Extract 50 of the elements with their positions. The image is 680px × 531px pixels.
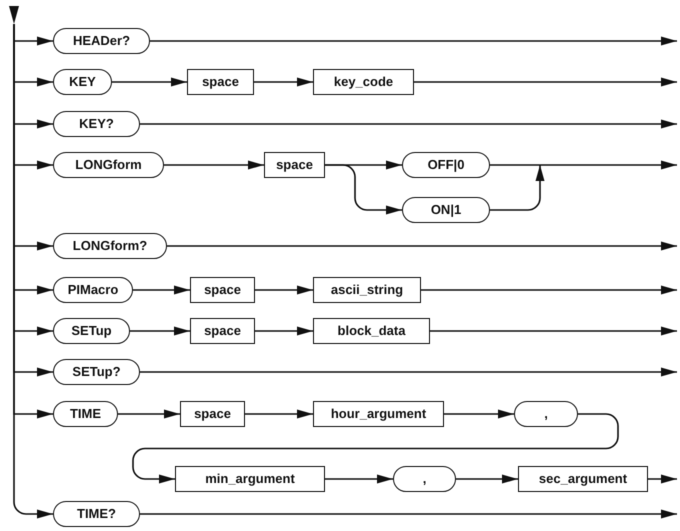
connector-arrow	[444, 410, 514, 418]
keyword-node: ,	[393, 466, 456, 492]
connector-arrow	[140, 510, 677, 518]
connector-arrow	[255, 326, 313, 336]
connector-arrow	[456, 474, 518, 484]
parameter-box: space	[190, 318, 255, 344]
keyword-node: TIME?	[53, 501, 140, 527]
parameter-box: min_argument	[175, 466, 325, 492]
parameter-box: space	[190, 277, 255, 303]
connector-arrow	[490, 165, 544, 211]
connector-arrow	[130, 326, 190, 336]
connector-arrow	[254, 78, 313, 86]
parameter-box: key_code	[313, 69, 414, 95]
parameter-box: block_data	[313, 318, 430, 344]
parameter-box: ascii_string	[313, 277, 421, 303]
keyword-node: OFF|0	[402, 152, 490, 178]
connector-arrow	[325, 474, 393, 484]
keyword-node: SETup	[53, 318, 130, 344]
connector-arrow	[133, 286, 190, 294]
parameter-box: space	[264, 152, 325, 178]
connector-arrow	[245, 410, 313, 418]
keyword-node: KEY	[53, 69, 112, 95]
keyword-node: LONGform?	[53, 233, 167, 259]
connector-arrow	[150, 36, 677, 46]
keyword-node: ON|1	[402, 197, 490, 223]
connector-arrow	[648, 474, 677, 484]
connector-arrow	[140, 120, 677, 128]
keyword-node: TIME	[53, 401, 118, 427]
connector-arrow	[167, 242, 677, 250]
connector-arrow	[414, 78, 677, 86]
connector-arrow	[325, 164, 402, 214]
connector-arrow	[255, 286, 313, 294]
connector-arrow	[132, 413, 619, 484]
keyword-node: LONGform	[53, 152, 164, 178]
keyword-node: KEY?	[53, 111, 140, 137]
connector-arrow	[118, 410, 180, 418]
keyword-node: ,	[514, 401, 578, 427]
connector-arrow	[421, 286, 677, 294]
connector-arrow	[140, 368, 677, 376]
keyword-node: PIMacro	[53, 277, 133, 303]
parameter-box: space	[180, 401, 245, 427]
parameter-box: sec_argument	[518, 466, 648, 492]
keyword-node: SETup?	[53, 359, 140, 385]
keyword-node: HEADer?	[53, 28, 150, 54]
connector-arrow	[164, 160, 264, 170]
connector-arrow	[430, 326, 677, 336]
connector-arrow	[490, 160, 677, 170]
parameter-box: space	[187, 69, 254, 95]
parameter-box: hour_argument	[313, 401, 444, 427]
connector-arrow	[112, 78, 187, 86]
